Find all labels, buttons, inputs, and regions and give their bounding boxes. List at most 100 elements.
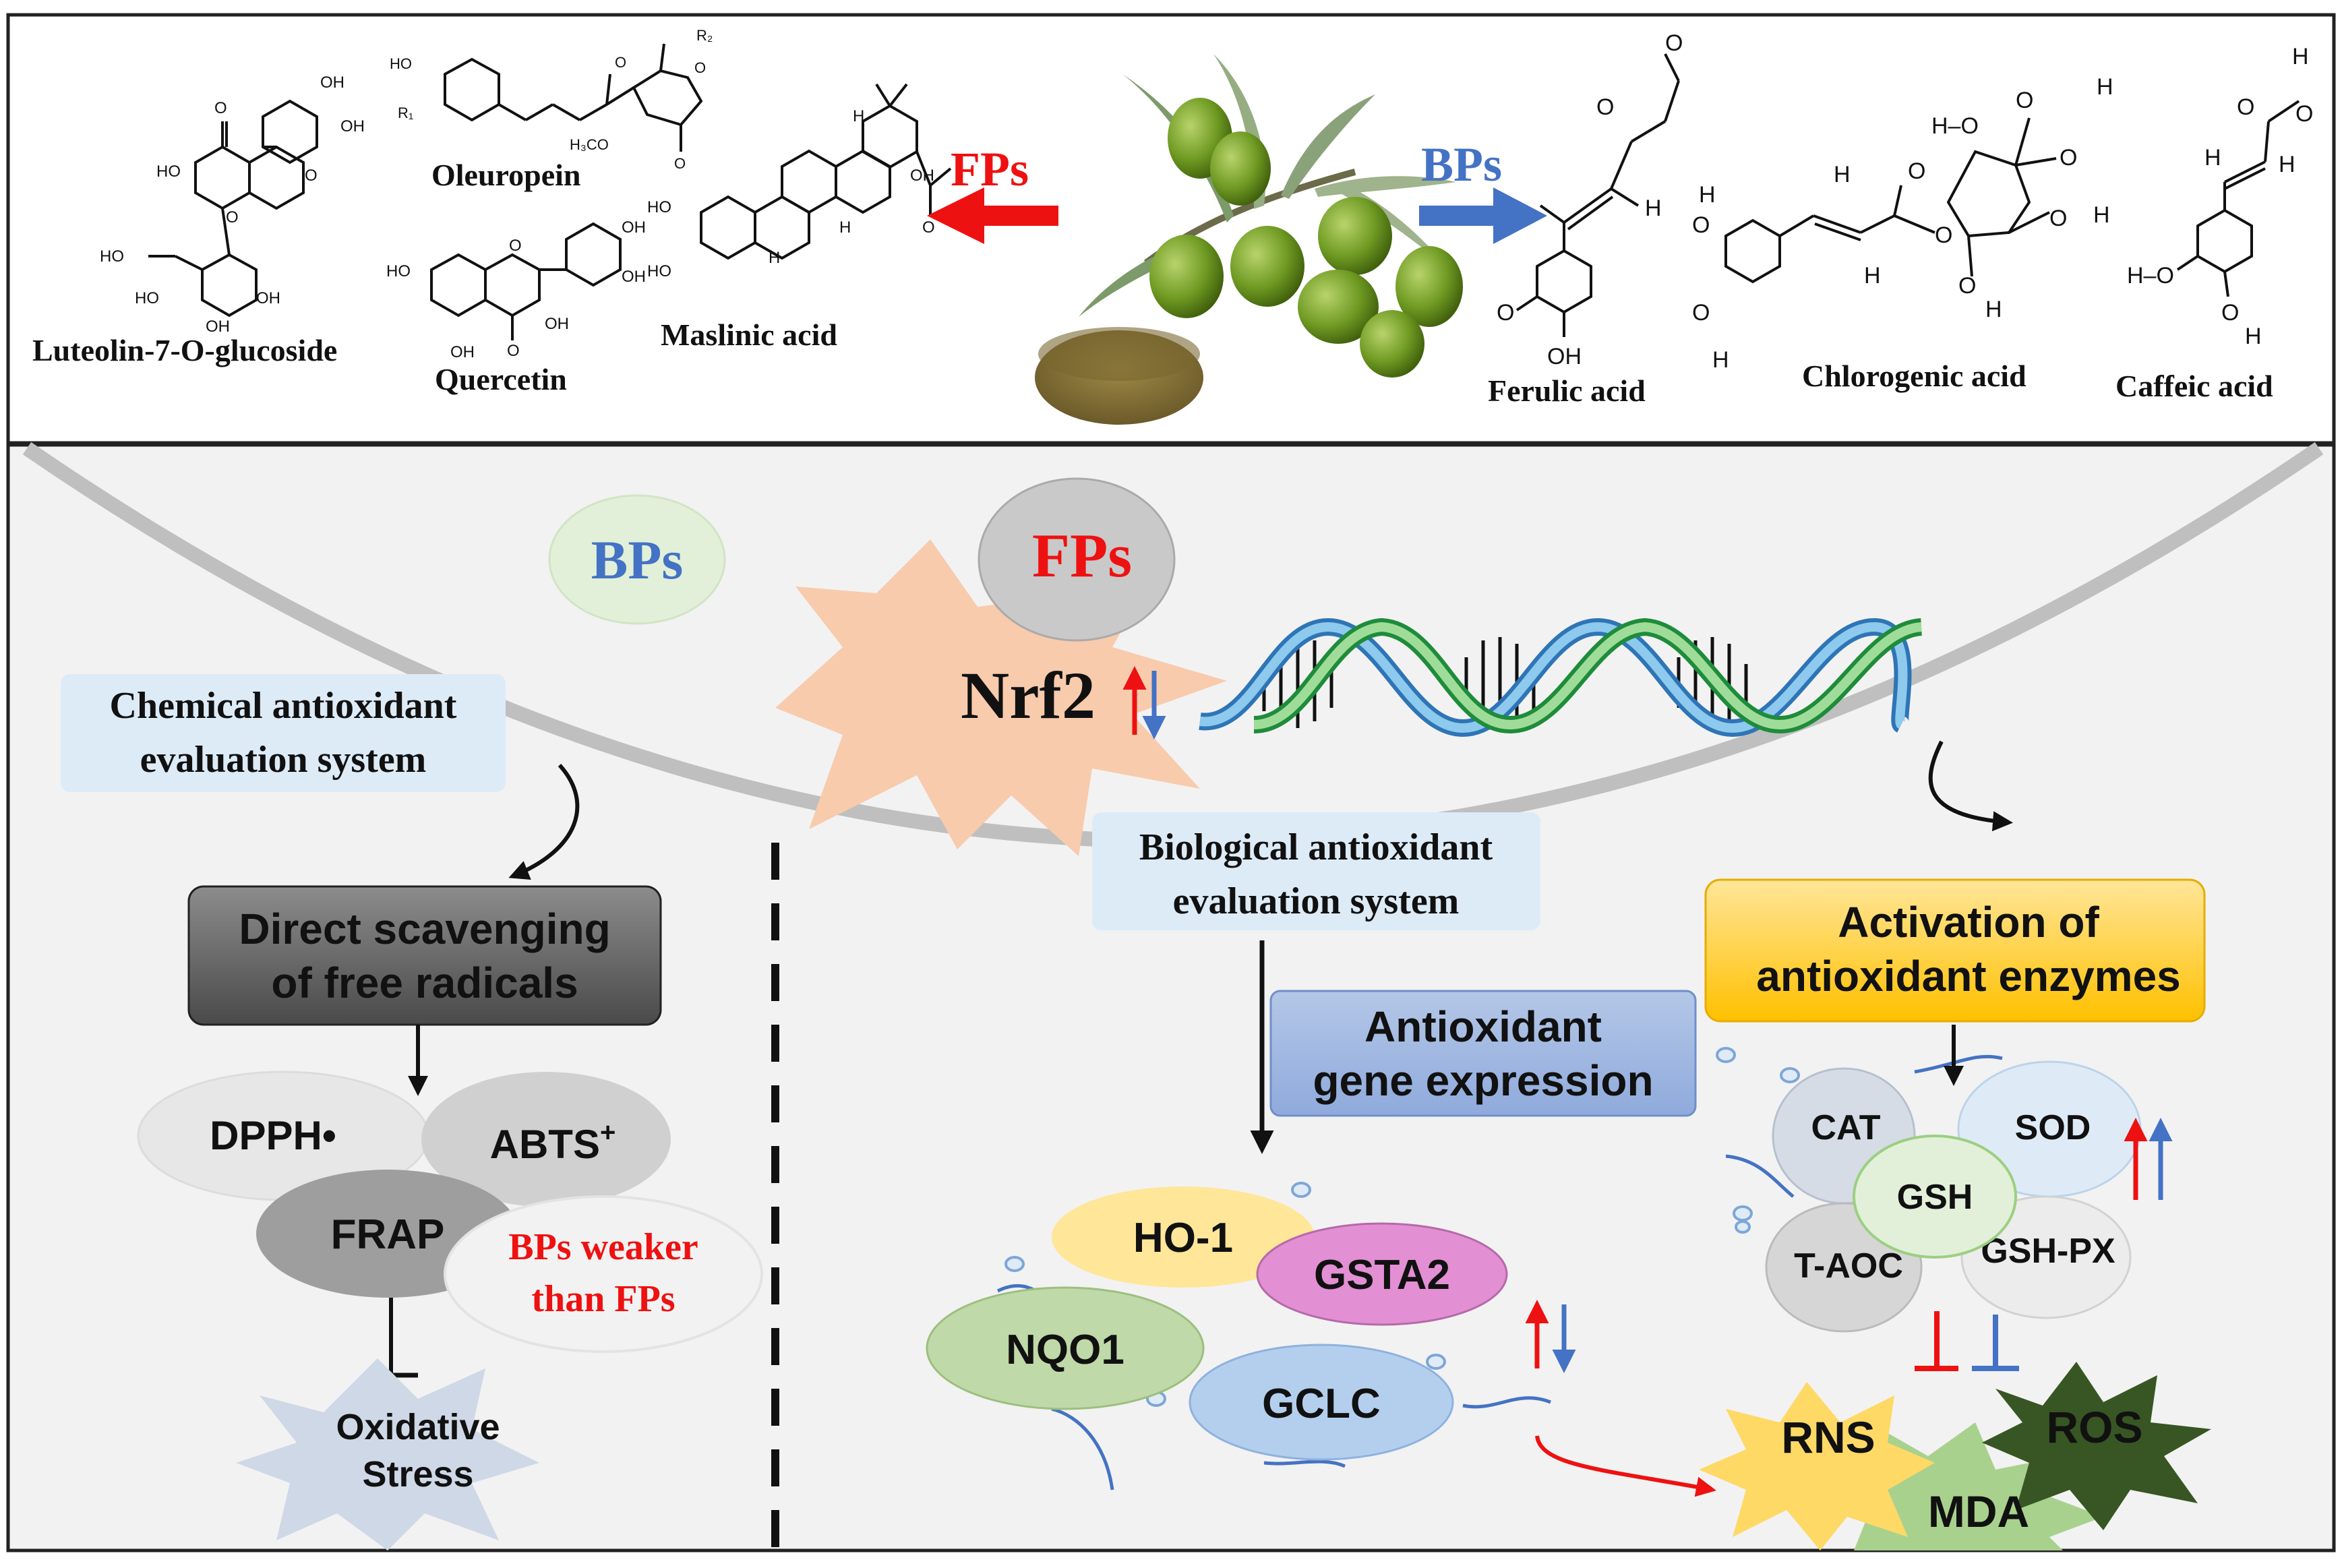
- bio-system-box: [1092, 812, 1540, 930]
- svg-text:OH: OH: [1547, 344, 1582, 369]
- luteolin-structure: [148, 99, 318, 318]
- rns-burst: [1699, 1382, 1935, 1550]
- svg-text:H₃CO: H₃CO: [570, 136, 609, 153]
- svg-text:R₂: R₂: [696, 27, 713, 44]
- label-luteolin: Luteolin-7-O-glucoside: [32, 333, 337, 367]
- svg-text:HO: HO: [386, 262, 411, 280]
- svg-text:H: H: [1864, 263, 1881, 289]
- quercetin-atoms: HO O OH OH OH O OH: [386, 218, 646, 361]
- bps-arrow: [1419, 187, 1547, 244]
- fps-circle: [978, 477, 1176, 642]
- fps-arrow-label: FPs: [951, 142, 1029, 196]
- svg-text:O: O: [2060, 145, 2077, 171]
- activation-box: [1704, 878, 2206, 1023]
- label-caffeic: Caffeic acid: [2115, 369, 2273, 403]
- oleuropein-atoms: HO R₁ O R₂ O H₃CO O: [390, 27, 713, 172]
- svg-text:HO: HO: [647, 198, 671, 216]
- enzyme-taoc-label: T-AOC: [1794, 1246, 1903, 1286]
- abts-ellipse: [421, 1072, 671, 1207]
- bps-circle: [548, 494, 726, 625]
- ferulic-atoms: O O H O OH: [1497, 30, 1683, 369]
- svg-text:O: O: [2221, 300, 2239, 326]
- svg-text:OH: OH: [450, 343, 475, 361]
- quercetin-structure: [430, 222, 622, 340]
- svg-text:O: O: [1935, 222, 1952, 248]
- svg-text:H: H: [2204, 145, 2221, 171]
- svg-text:H: H: [1699, 182, 1716, 208]
- gene-expression-line1: Antioxidant: [1364, 1002, 1602, 1051]
- svg-text:H: H: [2245, 324, 2262, 349]
- label-maslinic: Maslinic acid: [661, 318, 837, 352]
- svg-text:O: O: [1692, 212, 1710, 238]
- bps-arrow-label: BPs: [1421, 138, 1502, 191]
- enzyme-cat-label: CAT: [1811, 1108, 1880, 1147]
- svg-text:OH: OH: [622, 218, 646, 237]
- bps-weaker-line2: than FPs: [531, 1278, 675, 1320]
- svg-text:H: H: [1985, 297, 2002, 322]
- ferulic-structure: [1515, 53, 1680, 337]
- species-mda: MDA: [1928, 1486, 2029, 1536]
- bps-weaker-ellipse: [444, 1195, 763, 1353]
- svg-text:OH: OH: [622, 268, 646, 286]
- svg-text:O: O: [2016, 88, 2033, 113]
- svg-text:H: H: [2097, 74, 2113, 100]
- svg-text:O: O: [1958, 273, 1976, 299]
- caffeic-atoms: H O O H H H–O O H: [2127, 44, 2313, 349]
- enzyme-gshpx-label: GSH-PX: [1981, 1232, 2115, 1271]
- svg-text:O: O: [674, 155, 686, 172]
- svg-text:HO: HO: [390, 55, 412, 72]
- svg-text:O: O: [226, 208, 239, 227]
- svg-text:O: O: [1665, 30, 1683, 56]
- label-chlorogenic: Chlorogenic acid: [1802, 359, 2026, 393]
- label-quercetin: Quercetin: [435, 362, 567, 396]
- svg-text:H–O: H–O: [2127, 263, 2174, 289]
- svg-text:H: H: [853, 107, 864, 125]
- svg-text:H: H: [1834, 162, 1851, 187]
- abts-label: ABTS+: [490, 1118, 616, 1167]
- svg-text:O: O: [1596, 94, 1614, 120]
- svg-text:OH: OH: [910, 167, 934, 185]
- label-oleuropein: Oleuropein: [431, 158, 581, 192]
- svg-text:OH: OH: [206, 318, 230, 336]
- svg-text:O: O: [2295, 101, 2313, 127]
- svg-text:O: O: [1497, 300, 1514, 326]
- oxidative-stress-star: [236, 1358, 539, 1550]
- luteolin-atoms: OH OH O HO O O HO HO OH OH: [100, 73, 365, 336]
- gene-nqo1: [926, 1286, 1205, 1410]
- direct-scavenging-box: [187, 885, 662, 1026]
- rna-strands: [996, 1054, 2003, 1490]
- svg-text:O: O: [305, 167, 318, 185]
- oxidative-line1: Oxidative: [336, 1407, 500, 1447]
- svg-text:HO: HO: [647, 262, 671, 280]
- species-ros: ROS: [2046, 1402, 2142, 1452]
- caffeic-structure: [2176, 100, 2300, 297]
- chem-system-box: [61, 674, 506, 792]
- svg-text:H: H: [769, 249, 780, 267]
- svg-text:O: O: [2049, 206, 2067, 231]
- bio-system-line2: evaluation system: [1173, 880, 1460, 922]
- frap-label: FRAP: [331, 1211, 445, 1258]
- svg-text:OH: OH: [320, 73, 344, 92]
- svg-text:OH: OH: [256, 289, 280, 307]
- fps-arrow: [927, 187, 1058, 244]
- svg-text:O: O: [507, 342, 520, 360]
- svg-text:O: O: [615, 54, 626, 71]
- enzyme-gsh-label: GSH: [1897, 1178, 1973, 1217]
- fps-circle-label: FPs: [1032, 521, 1132, 590]
- svg-text:H: H: [2093, 202, 2110, 228]
- svg-text:H: H: [2279, 152, 2295, 177]
- species-rns: RNS: [1781, 1412, 1875, 1462]
- gene-gclc: [1189, 1344, 1454, 1461]
- enzyme-gsh: [1853, 1135, 2017, 1259]
- svg-text:HO: HO: [100, 247, 124, 266]
- svg-text:H–O: H–O: [1931, 113, 1979, 139]
- svg-text:H: H: [1712, 347, 1729, 373]
- svg-text:O: O: [1692, 300, 1710, 326]
- activation-line1: Activation of: [1838, 898, 2099, 946]
- gene-ho1-label: HO-1: [1133, 1215, 1233, 1261]
- activation-line2: antioxidant enzymes: [1756, 952, 2181, 1000]
- svg-text:HO: HO: [156, 162, 181, 181]
- chlorogenic-structure: [1724, 117, 2057, 284]
- gene-gsta2-label: GSTA2: [1314, 1252, 1450, 1298]
